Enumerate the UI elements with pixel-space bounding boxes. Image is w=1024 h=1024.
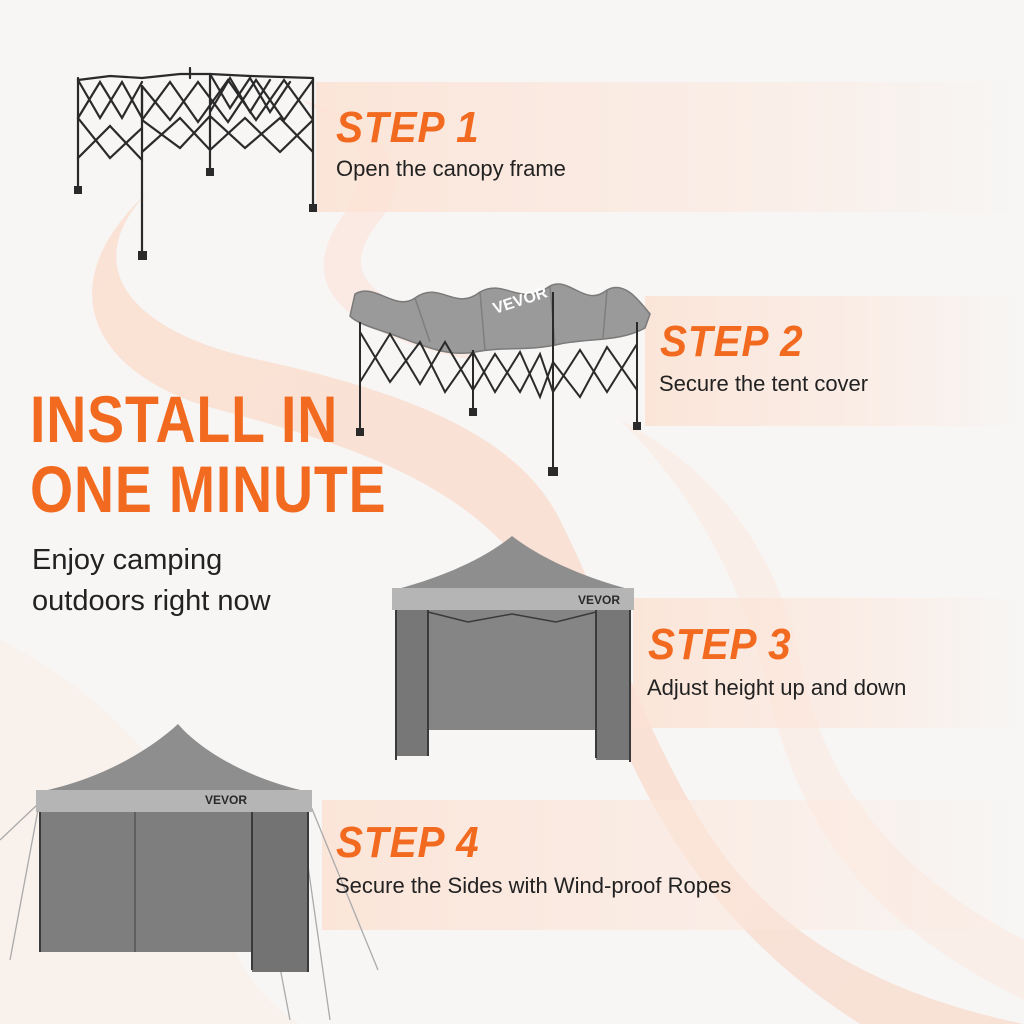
step3-title: STEP 3 bbox=[648, 620, 792, 669]
step4-band bbox=[322, 800, 1024, 930]
step3-desc: Adjust height up and down bbox=[647, 675, 907, 700]
step2-band bbox=[645, 296, 1024, 426]
step2-title: STEP 2 bbox=[660, 317, 804, 366]
step1-title: STEP 1 bbox=[336, 103, 480, 152]
canopy-frame-icon bbox=[74, 66, 317, 260]
tent-with-ropes-icon: VEVOR bbox=[0, 724, 379, 1021]
step2-desc: Secure the tent cover bbox=[659, 371, 869, 396]
step1-band bbox=[316, 82, 1024, 212]
tent3-logo: VEVOR bbox=[578, 593, 620, 607]
subtitle-line1: Enjoy camping bbox=[32, 544, 223, 576]
step1-desc: Open the canopy frame bbox=[336, 156, 566, 181]
tent4-logo: VEVOR bbox=[205, 793, 247, 807]
step4-desc: Secure the Sides with Wind-proof Ropes bbox=[335, 873, 732, 898]
tent-with-walls-icon: VEVOR bbox=[392, 536, 634, 762]
subtitle-line2: outdoors right now bbox=[32, 585, 271, 617]
tent-cover-icon: VEVOR bbox=[349, 283, 651, 476]
headline-line1: INSTALL IN bbox=[30, 382, 339, 456]
step4-title: STEP 4 bbox=[336, 818, 480, 867]
step3-band bbox=[633, 598, 1024, 728]
headline-line2: ONE MINUTE bbox=[30, 452, 387, 526]
